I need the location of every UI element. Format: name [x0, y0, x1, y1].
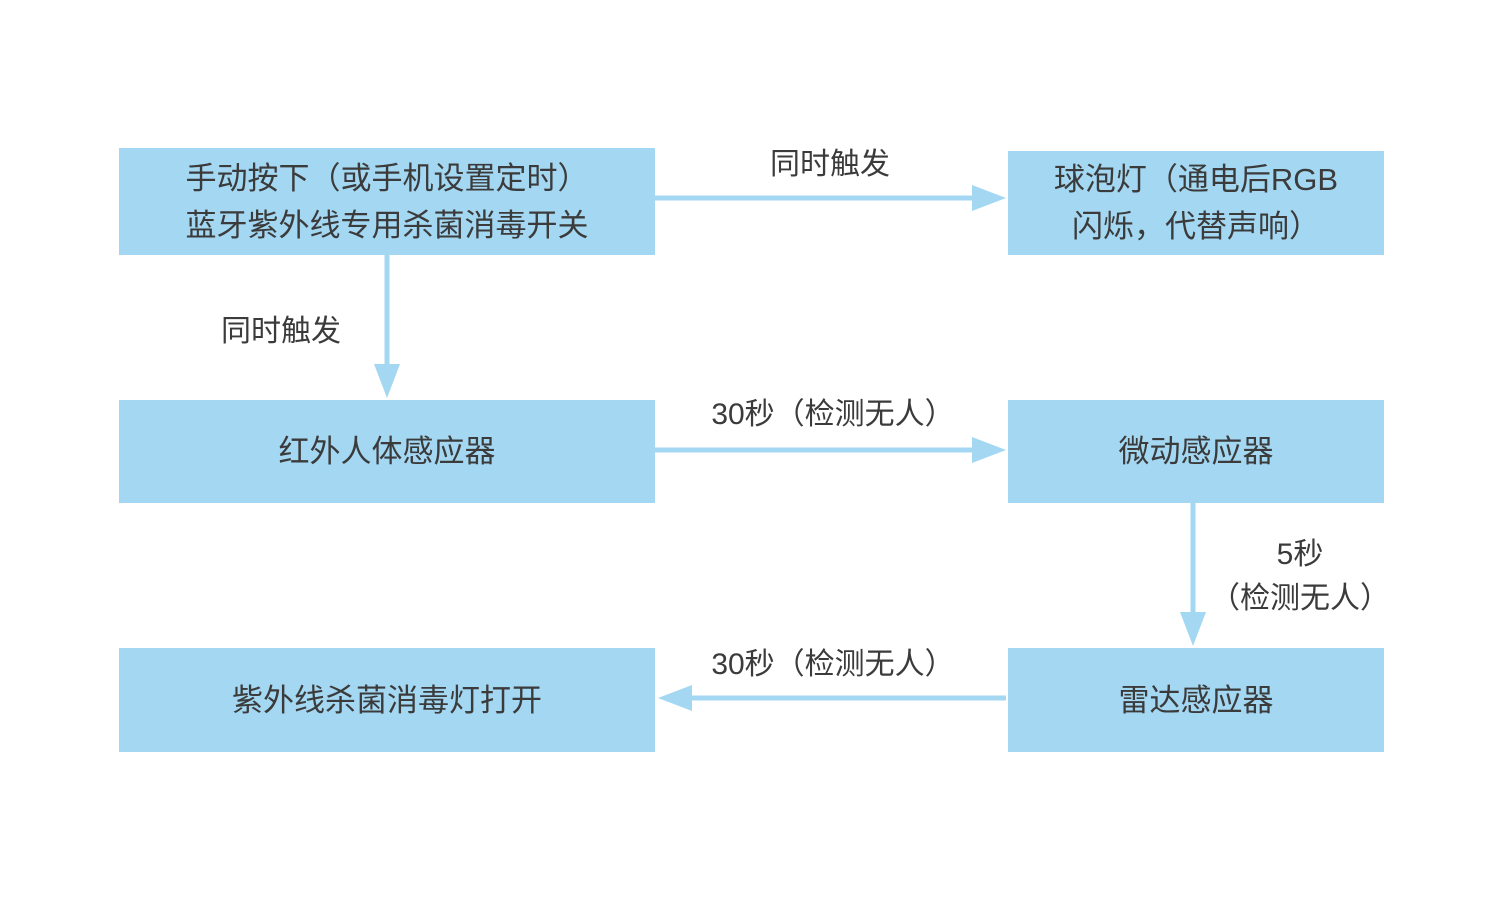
node-radar-sensor: 雷达感应器 [1008, 648, 1384, 752]
edge-label-micro-to-radar-line2: （检测无人） [1210, 582, 1390, 615]
node-uv-lamp-on-label: 紫外线杀菌消毒灯打开 [232, 682, 542, 718]
edge-label-pir-to-micro: 30秒（检测无人） [711, 398, 955, 431]
node-bulb-light: 球泡灯（通电后RGB 闪烁，代替声响） [1008, 151, 1384, 255]
node-bulb-light-line1: 球泡灯（通电后RGB [1053, 162, 1339, 197]
node-micro-motion-sensor: 微动感应器 [1008, 400, 1384, 503]
arrow-radar-to-uv [658, 685, 1006, 711]
node-bluetooth-uv-switch: 手动按下（或手机设置定时） 蓝牙紫外线专用杀菌消毒开关 [119, 148, 655, 255]
node-bluetooth-uv-switch-line2: 蓝牙紫外线专用杀菌消毒开关 [185, 207, 589, 243]
arrow-switch-to-bulb [655, 185, 1006, 211]
edge-label-micro-to-radar: 5秒 （检测无人） [1210, 533, 1390, 621]
edge-label-micro-to-radar-line1: 5秒 [1276, 538, 1324, 571]
node-infrared-body-sensor-label: 红外人体感应器 [278, 434, 496, 469]
node-radar-sensor-label: 雷达感应器 [1118, 682, 1274, 718]
node-bluetooth-uv-switch-line1: 手动按下（或手机设置定时） [185, 160, 589, 196]
node-micro-motion-sensor-label: 微动感应器 [1118, 434, 1274, 469]
node-bulb-light-line2: 闪烁，代替声响） [1072, 209, 1320, 244]
arrow-switch-to-pir [374, 255, 400, 398]
edge-label-radar-to-uv: 30秒（检测无人） [711, 648, 955, 681]
arrow-micro-to-radar [1180, 503, 1206, 646]
edge-label-switch-to-pir: 同时触发 [221, 315, 341, 348]
arrow-pir-to-micro [655, 437, 1006, 463]
edge-label-switch-to-bulb: 同时触发 [770, 148, 890, 181]
node-infrared-body-sensor: 红外人体感应器 [119, 400, 655, 503]
node-uv-lamp-on: 紫外线杀菌消毒灯打开 [119, 648, 655, 752]
